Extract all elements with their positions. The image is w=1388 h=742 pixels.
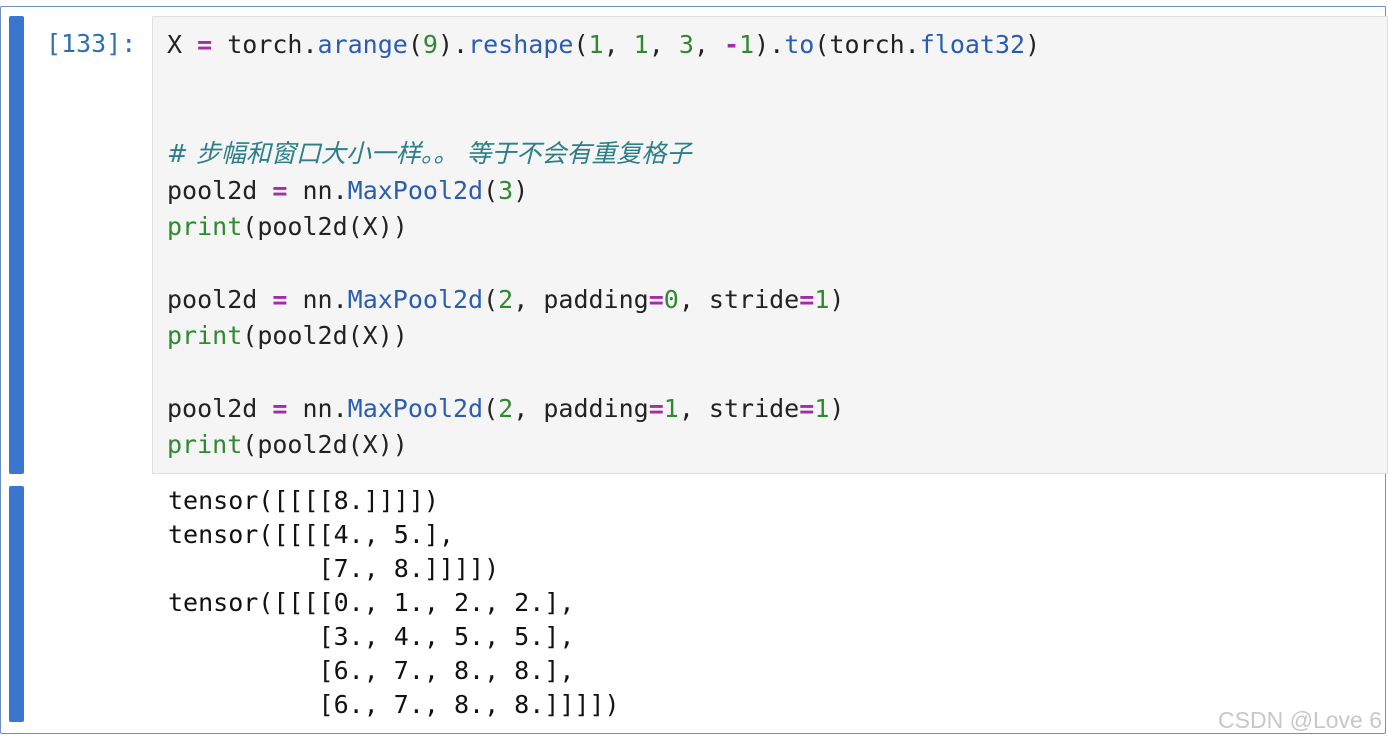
code-line-print2: print(pool2d(X)): [167, 321, 408, 351]
output-line: tensor([[[[0., 1., 2., 2.],: [168, 588, 575, 617]
code-line-pool2: pool2d = nn.MaxPool2d(2, padding=0, stri…: [167, 284, 845, 314]
cell-output: tensor([[[[8.]]]]) tensor([[[[4., 5.], […: [168, 484, 620, 722]
output-line: [7., 8.]]]]): [168, 554, 500, 583]
output-line: tensor([[[[4., 5.],: [168, 520, 454, 549]
watermark: CSDN @Love 6: [1218, 707, 1382, 733]
code-line-blank-1: [167, 245, 1040, 281]
code-line-pool1: pool2d = nn.MaxPool2d(3): [167, 175, 529, 205]
code-line-3: [167, 100, 1040, 136]
output-line: [6., 7., 8., 8.],: [168, 656, 575, 685]
code-line-print3: print(pool2d(X)): [167, 430, 408, 460]
code-line-blank-2: [167, 355, 1040, 391]
code-comment: # 步幅和窗口大小一样。。 等于不会有重复格子: [167, 139, 692, 169]
code-text[interactable]: X = torch.arange(9).reshape(1, 1, 3, -1)…: [167, 27, 1040, 464]
input-prompt: [133]:: [46, 29, 137, 58]
output-line: [3., 4., 5., 5.],: [168, 622, 575, 651]
code-line-print1: print(pool2d(X)): [167, 211, 408, 241]
code-editor[interactable]: X = torch.arange(9).reshape(1, 1, 3, -1)…: [152, 16, 1388, 474]
code-line-2: [167, 63, 1040, 99]
output-collapser[interactable]: [9, 486, 24, 722]
input-collapser[interactable]: [9, 16, 24, 474]
code-line-pool3: pool2d = nn.MaxPool2d(2, padding=1, stri…: [167, 393, 845, 423]
output-line: tensor([[[[8.]]]]): [168, 486, 439, 515]
code-line-1: X = torch.arange(9).reshape(1, 1, 3, -1)…: [167, 30, 1041, 59]
output-line: [6., 7., 8., 8.]]]]): [168, 690, 620, 719]
